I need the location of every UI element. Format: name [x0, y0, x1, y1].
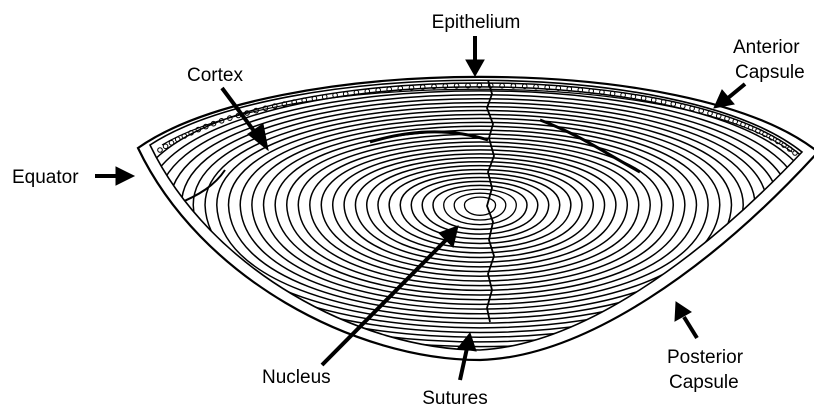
label-epithelium: Epithelium: [432, 12, 521, 33]
label-anterior-capsule-line2: Capsule: [735, 62, 805, 83]
lens-fiber-ring: [298, 138, 661, 286]
label-sutures: Sutures: [422, 388, 487, 407]
lens-fiber-ring: [344, 154, 616, 267]
lens-fiber-ring: [400, 174, 560, 244]
label-posterior-capsule-line2: Capsule: [669, 372, 739, 393]
label-anterior-capsule-line1: Anterior: [733, 37, 800, 58]
label-equator: Equator: [12, 167, 79, 188]
lens-fibers: [134, 83, 814, 351]
epithelium-cell: [158, 148, 163, 153]
label-cortex: Cortex: [187, 65, 243, 86]
epithelium-cell: [163, 144, 168, 149]
lens-fiber-ring: [310, 142, 650, 281]
lens-fiber-ring: [433, 185, 527, 229]
lens-fiber-ring: [378, 166, 582, 253]
lens-fiber-ring: [464, 197, 495, 215]
label-nucleus: Nucleus: [262, 367, 331, 388]
label-posterior-capsule-line1: Posterior: [667, 347, 744, 368]
